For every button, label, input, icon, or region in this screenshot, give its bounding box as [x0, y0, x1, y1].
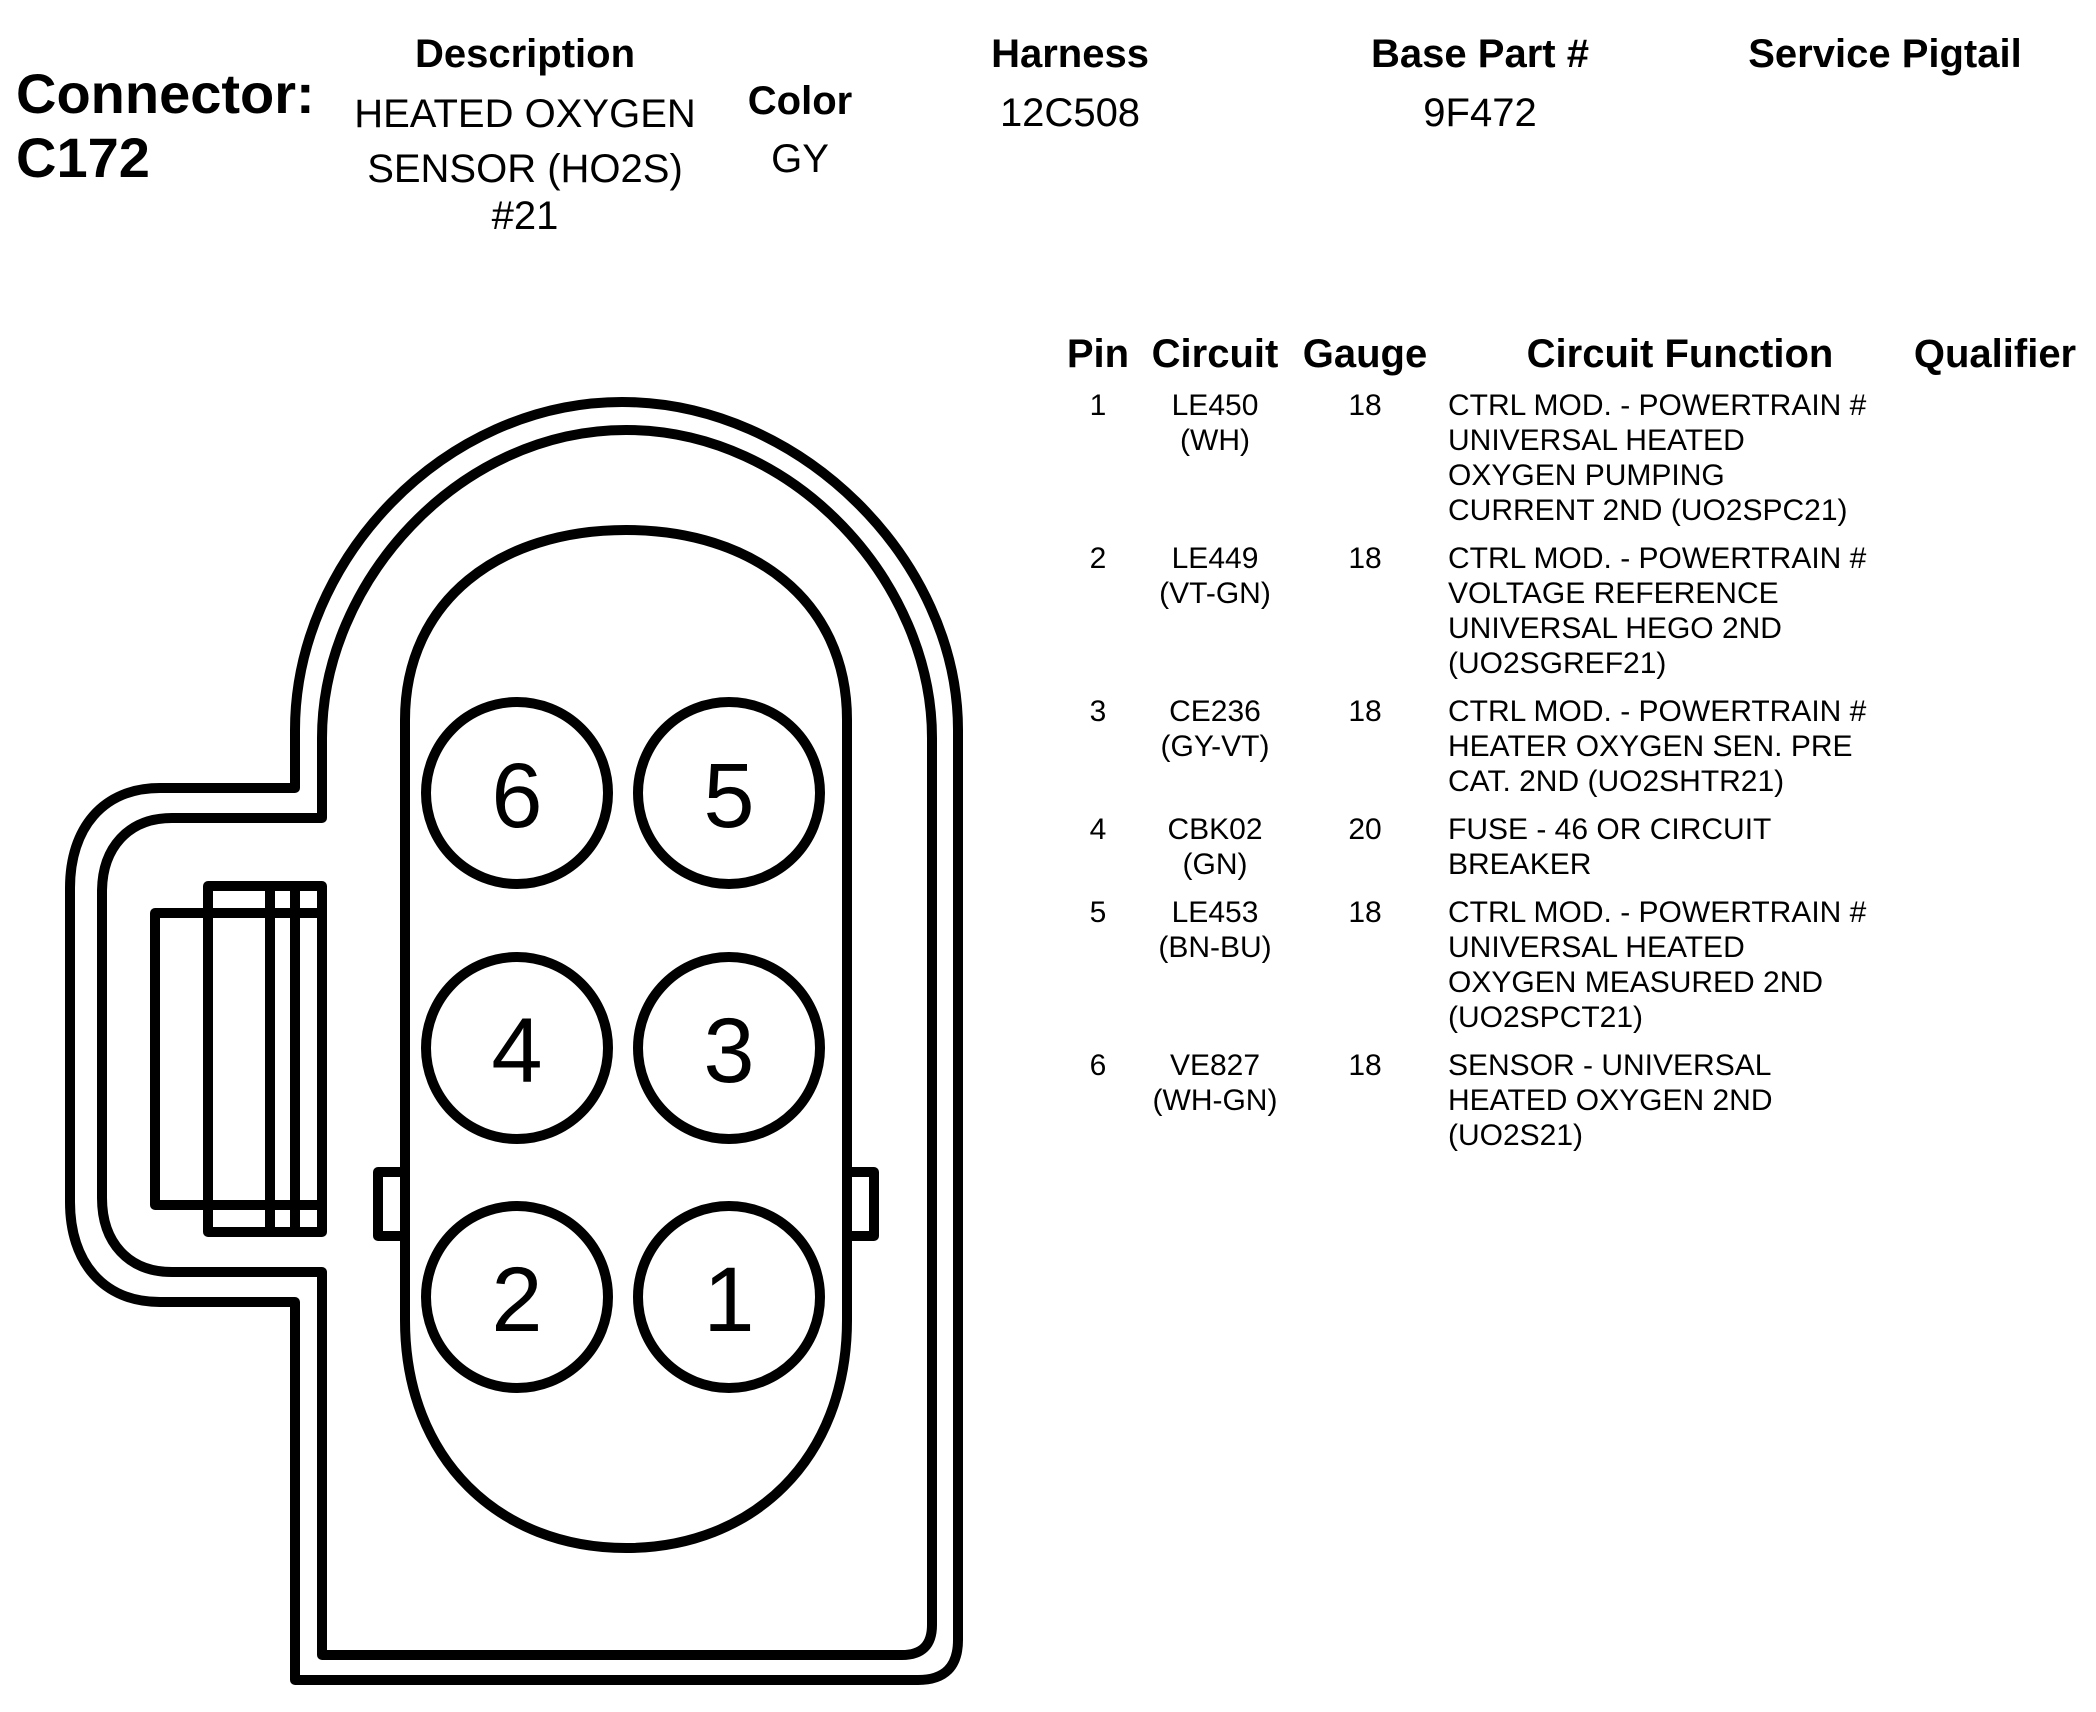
base-part-value: 9F472 — [1423, 91, 1537, 135]
service-pigtail-label: Service Pigtail — [1748, 32, 2022, 76]
function-line: CTRL MOD. - POWERTRAIN # — [1448, 695, 1867, 728]
left-nub — [373, 1167, 410, 1241]
description-line: HEATED OXYGEN — [354, 92, 696, 136]
circuit-function-header: Circuit Function — [1526, 332, 1834, 376]
function-line: (UO2SGREF21) — [1448, 647, 1667, 680]
wire-color: (BN-BU) — [1158, 931, 1272, 964]
wire-color: (GN) — [1182, 848, 1248, 881]
circuit-cell: VE827 (WH-GN) — [1140, 1048, 1290, 1118]
pin-4-circle — [421, 952, 613, 1144]
description-label: Description — [414, 32, 636, 76]
gauge-value: 18 — [1348, 896, 1382, 929]
function-line: CAT. 2ND (UO2SHTR21) — [1448, 765, 1785, 798]
color-value: GY — [771, 137, 829, 181]
function-line: UNIVERSAL HEATED — [1448, 424, 1745, 457]
circuit-function: CTRL MOD. - POWERTRAIN # UNIVERSAL HEATE… — [1448, 895, 1968, 1035]
gauge-value: 18 — [1348, 695, 1382, 728]
color-label: Color — [747, 79, 853, 123]
circuit-cell: CBK02 (GN) — [1140, 812, 1290, 882]
circuit-header: Circuit — [1151, 332, 1279, 376]
gauge-value: 18 — [1348, 542, 1382, 575]
function-line: HEATED OXYGEN 2ND — [1448, 1084, 1773, 1117]
circuit-cell: LE453 (BN-BU) — [1140, 895, 1290, 965]
circuit-cell: CE236 (GY-VT) — [1140, 694, 1290, 764]
circuit-id: CBK02 — [1167, 813, 1263, 846]
function-line: BREAKER — [1448, 848, 1592, 881]
function-line: (UO2S21) — [1448, 1119, 1584, 1152]
pin-3-label: 3 — [703, 1000, 754, 1102]
wire-color: (GY-VT) — [1160, 730, 1270, 763]
function-line: FUSE - 46 OR CIRCUIT — [1448, 813, 1772, 846]
circuit-function: CTRL MOD. - POWERTRAIN # HEATER OXYGEN S… — [1448, 694, 1968, 799]
pin-number: 5 — [1089, 896, 1107, 929]
connector-face-diagram: 6 5 4 3 2 1 — [65, 397, 963, 1685]
connector-outer-shell — [65, 397, 963, 1685]
harness-label: Harness — [991, 32, 1149, 76]
connector-inner-shell — [97, 425, 937, 1660]
pin-number: 4 — [1089, 813, 1107, 846]
wire-color: (VT-GN) — [1159, 577, 1271, 610]
gauge-value: 18 — [1348, 1049, 1382, 1082]
circuit-function: SENSOR - UNIVERSAL HEATED OXYGEN 2ND (UO… — [1448, 1048, 1968, 1153]
pin-6-label: 6 — [491, 745, 542, 847]
pin-number: 1 — [1089, 389, 1107, 422]
pin-2-circle — [421, 1201, 613, 1393]
pin-1-label: 1 — [703, 1249, 754, 1351]
pin-5-label: 5 — [703, 745, 754, 847]
circuit-id: CE236 — [1169, 695, 1261, 728]
pin-3-circle — [633, 952, 825, 1144]
pin-1-circle — [633, 1201, 825, 1393]
function-line: UNIVERSAL HEGO 2ND — [1448, 612, 1782, 645]
pin-5-circle — [633, 697, 825, 889]
gauge-value: 20 — [1348, 813, 1382, 846]
circuit-function: CTRL MOD. - POWERTRAIN # UNIVERSAL HEATE… — [1448, 388, 1968, 528]
function-line: UNIVERSAL HEATED — [1448, 931, 1745, 964]
pin-6-circle — [421, 697, 613, 889]
function-line: OXYGEN PUMPING — [1448, 459, 1725, 492]
function-line: SENSOR - UNIVERSAL — [1448, 1049, 1772, 1082]
qualifier-header: Qualifier — [1913, 332, 2077, 376]
function-line: (UO2SPCT21) — [1448, 1001, 1644, 1034]
connector-label: Connector: — [16, 62, 315, 125]
function-line: CTRL MOD. - POWERTRAIN # — [1448, 542, 1867, 575]
connector-id: C172 — [16, 126, 150, 189]
circuit-function: CTRL MOD. - POWERTRAIN # VOLTAGE REFEREN… — [1448, 541, 1968, 681]
circuit-id: VE827 — [1169, 1049, 1261, 1082]
wire-color: (WH-GN) — [1152, 1084, 1278, 1117]
circuit-id: LE450 — [1171, 389, 1259, 422]
gauge-value: 18 — [1348, 389, 1382, 422]
circuit-id: LE449 — [1171, 542, 1259, 575]
function-line: OXYGEN MEASURED 2ND — [1448, 966, 1824, 999]
circuit-cell: LE449 (VT-GN) — [1140, 541, 1290, 611]
function-line: CURRENT 2ND (UO2SPC21) — [1448, 494, 1848, 527]
connector-title: Connector: C172 — [16, 62, 315, 190]
description-line: #21 — [491, 194, 559, 238]
right-nub — [842, 1167, 879, 1241]
description-line: SENSOR (HO2S) — [367, 147, 683, 191]
function-line: HEATER OXYGEN SEN. PRE — [1448, 730, 1853, 763]
harness-value: 12C508 — [999, 91, 1141, 135]
pin-cavity-outline — [400, 525, 852, 1553]
circuit-function: FUSE - 46 OR CIRCUIT BREAKER — [1448, 812, 1968, 882]
description-value: HEATED OXYGEN SENSOR (HO2S) #21 — [330, 84, 720, 238]
pin-2-label: 2 — [491, 1249, 542, 1351]
wire-color: (WH) — [1180, 424, 1250, 457]
pin-number: 3 — [1089, 695, 1107, 728]
function-line: CTRL MOD. - POWERTRAIN # — [1448, 389, 1867, 422]
pin-number: 2 — [1089, 542, 1107, 575]
circuit-cell: LE450 (WH) — [1140, 388, 1290, 458]
function-line: CTRL MOD. - POWERTRAIN # — [1448, 896, 1867, 929]
function-line: VOLTAGE REFERENCE — [1448, 577, 1779, 610]
base-part-label: Base Part # — [1371, 32, 1589, 76]
pin-number: 6 — [1089, 1049, 1107, 1082]
circuit-id: LE453 — [1171, 896, 1259, 929]
pin-4-label: 4 — [491, 1000, 542, 1102]
gauge-header: Gauge — [1302, 332, 1428, 376]
pin-header: Pin — [1066, 332, 1130, 376]
